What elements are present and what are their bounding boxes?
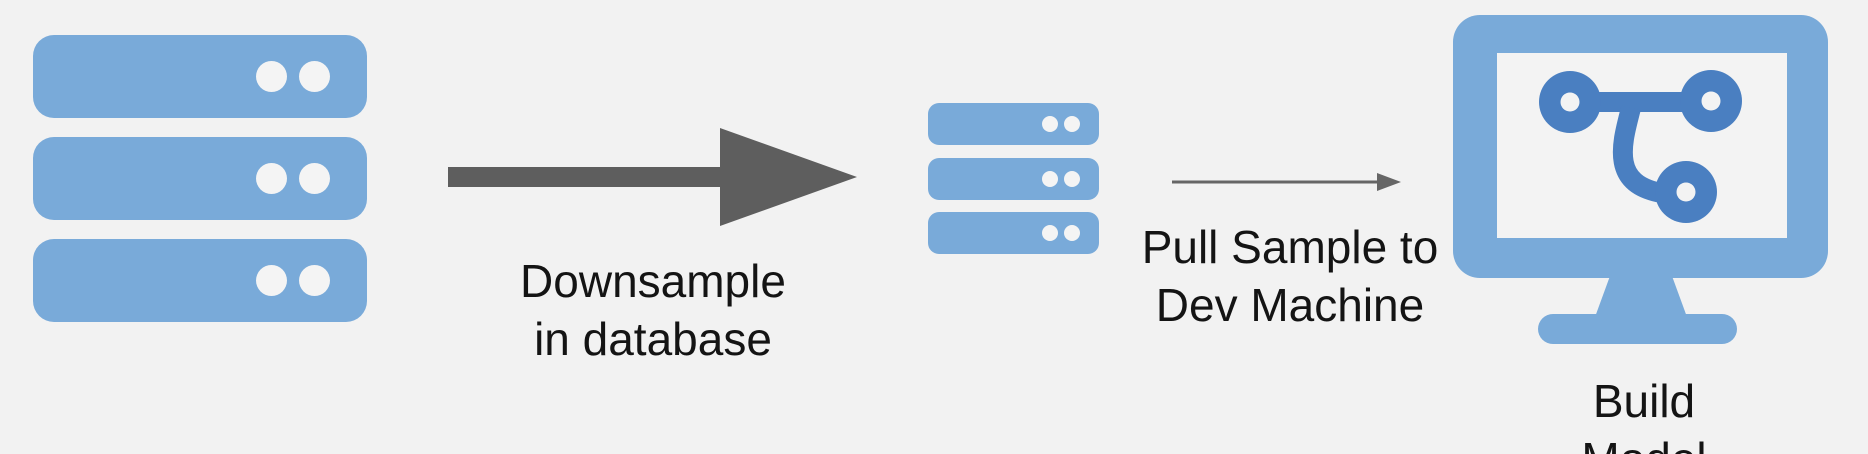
server-row — [928, 212, 1099, 254]
thick-right-arrow-icon — [448, 128, 857, 226]
drive-dot-icon — [1042, 225, 1058, 241]
drive-dot-icon — [299, 61, 330, 92]
monitor-git-branch-icon — [1453, 15, 1828, 344]
arrow-head — [1377, 173, 1401, 191]
drive-dot-icon — [1042, 116, 1058, 132]
thin-right-arrow-icon — [1172, 173, 1401, 191]
server-row — [33, 35, 367, 118]
server-row — [33, 137, 367, 220]
database-stack-icon-small — [928, 103, 1099, 254]
branch-curve — [1612, 105, 1665, 203]
server-row — [928, 157, 1099, 200]
database-stack-icon — [33, 35, 367, 322]
git-node-hole — [1560, 92, 1580, 112]
drive-dot-icon — [1064, 170, 1080, 187]
pull-sample-label: Pull Sample to Dev Machine — [1141, 221, 1439, 331]
drive-dot-icon — [1064, 116, 1080, 132]
git-branch-icon — [1539, 70, 1742, 223]
downsample-label: Downsample in database — [520, 255, 786, 365]
drive-dot-icon — [256, 163, 287, 194]
build-model-label: Build Model — [1581, 375, 1706, 454]
drive-dot-icon — [299, 163, 330, 194]
monitor-base — [1538, 314, 1737, 344]
monitor-stand — [1595, 276, 1687, 317]
git-node-hole — [1701, 91, 1721, 111]
monitor-screen — [1497, 53, 1787, 238]
server-row — [928, 103, 1099, 145]
arrow-shaft — [448, 167, 738, 187]
drive-dot-icon — [256, 265, 287, 296]
drive-dot-icon — [256, 61, 287, 92]
drive-dot-icon — [1042, 170, 1058, 187]
branch-connector — [1570, 92, 1711, 112]
server-row — [33, 239, 367, 322]
drive-dot-icon — [299, 265, 330, 296]
arrow-head — [720, 128, 857, 226]
git-node-hole — [1676, 182, 1696, 202]
drive-dot-icon — [1064, 225, 1080, 241]
